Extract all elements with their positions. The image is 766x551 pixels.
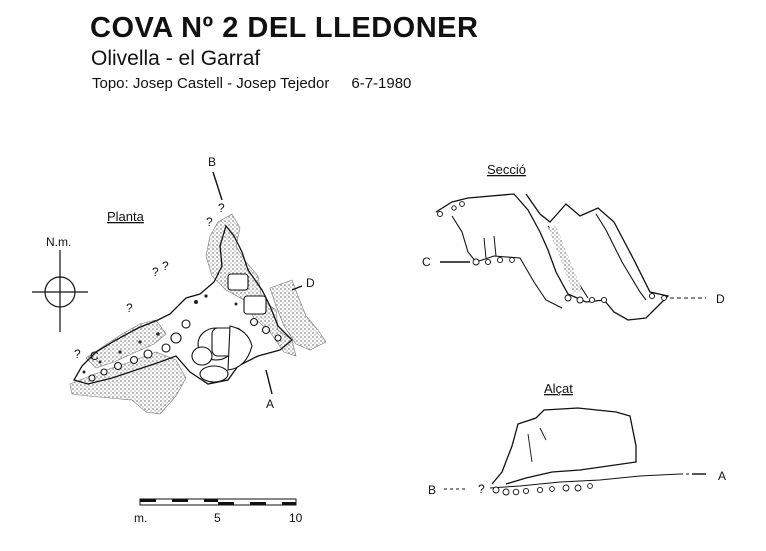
plan-point-d: D <box>306 276 315 290</box>
section-point-d: D <box>716 292 725 306</box>
elevation-point-b: B <box>428 483 436 497</box>
page-subtitle: Olivella - el Garraf <box>91 47 261 70</box>
section-view: Secció C D <box>422 162 725 321</box>
plan-boulders <box>88 273 282 383</box>
plan-question-6: ? <box>74 347 81 361</box>
plan-question-2: ? <box>206 215 213 229</box>
elevation-floor-line <box>489 473 681 489</box>
plan-point-a: A <box>266 397 274 411</box>
plan-view: Planta N.m. <box>32 155 327 415</box>
section-hatch-band <box>548 226 582 294</box>
section-heading: Secció <box>487 162 526 177</box>
north-label: N.m. <box>46 235 71 249</box>
credits-authors: Topo: Josep Castell - Josep Tejedor <box>92 75 330 92</box>
section-cave-outline <box>435 193 670 321</box>
plan-point-b: B <box>208 155 216 169</box>
plan-point-c: C <box>90 349 99 363</box>
scale-bar: m. 5 10 <box>134 498 303 525</box>
section-post-2 <box>493 235 497 257</box>
plan-line-a <box>265 369 273 395</box>
scale-end: 10 <box>289 511 303 525</box>
section-post-1 <box>483 237 487 259</box>
north-compass-icon <box>32 250 88 332</box>
plan-question-5: ? <box>126 301 133 315</box>
elevation-point-a: A <box>718 469 726 483</box>
elevation-question: ? <box>478 482 485 496</box>
page-title: COVA Nº 2 DEL LLEDONER <box>90 12 479 44</box>
plan-wall-hatch-upper <box>205 213 297 357</box>
plan-line-d <box>291 285 303 291</box>
plan-question-1: ? <box>218 201 225 215</box>
elevation-floor-rubble <box>492 483 593 496</box>
scale-mid: 5 <box>214 511 221 525</box>
elevation-heading: Alçat <box>544 381 573 396</box>
elevation-view: Alçat B A ? <box>428 381 726 497</box>
section-floor-rubble <box>436 201 667 304</box>
elevation-cave-outline <box>491 407 637 485</box>
plan-cave-outline <box>73 224 293 385</box>
plan-line-b <box>212 171 223 201</box>
elevation-inner-line <box>527 427 547 463</box>
section-point-c: C <box>422 255 431 269</box>
scale-unit: m. <box>134 511 147 525</box>
plan-wall-hatch-left <box>85 319 167 369</box>
section-pillar <box>595 213 647 301</box>
plan-rubble-dots <box>82 294 238 374</box>
plan-question-4: ? <box>162 259 169 273</box>
plan-question-3: ? <box>152 265 159 279</box>
plan-wall-hatch-right <box>269 279 327 351</box>
plan-heading: Planta <box>107 209 145 224</box>
survey-date: 6-7-1980 <box>351 75 412 92</box>
credits-line: Topo: Josep Castell - Josep Tejedor 6-7-1… <box>92 75 411 92</box>
